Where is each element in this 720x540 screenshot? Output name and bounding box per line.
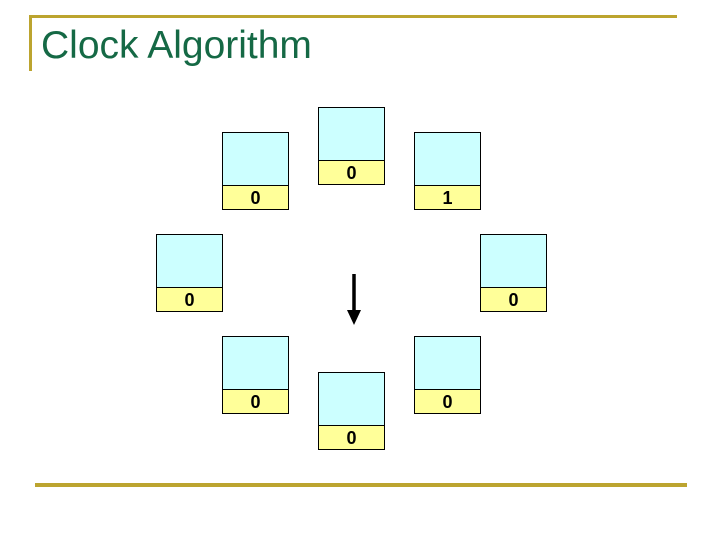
page-frame-bottom: 0 [318, 372, 385, 450]
page-frame-top-left: 0 [222, 132, 289, 210]
page-frame-bottom-right: 0 [414, 336, 481, 414]
reference-bit: 0 [319, 160, 384, 184]
page-area [157, 235, 222, 287]
reference-bit: 0 [223, 185, 288, 209]
page-frame-bottom-left: 0 [222, 336, 289, 414]
page-area [223, 133, 288, 185]
slide-title: Clock Algorithm [41, 24, 312, 67]
page-area [481, 235, 546, 287]
reference-bit: 0 [319, 425, 384, 449]
page-area [319, 373, 384, 425]
down-arrow-icon [347, 274, 361, 325]
page-area [223, 337, 288, 389]
page-frame-left: 0 [156, 234, 223, 312]
header-rule [29, 15, 677, 18]
reference-bit: 1 [415, 185, 480, 209]
footer-rule [35, 483, 687, 487]
page-frame-top-right: 1 [414, 132, 481, 210]
page-area [319, 108, 384, 160]
reference-bit: 0 [157, 287, 222, 311]
reference-bit: 0 [415, 389, 480, 413]
title-corner-bar [29, 15, 32, 71]
page-frame-right: 0 [480, 234, 547, 312]
page-area [415, 337, 480, 389]
reference-bit: 0 [223, 389, 288, 413]
reference-bit: 0 [481, 287, 546, 311]
page-area [415, 133, 480, 185]
page-frame-top: 0 [318, 107, 385, 185]
